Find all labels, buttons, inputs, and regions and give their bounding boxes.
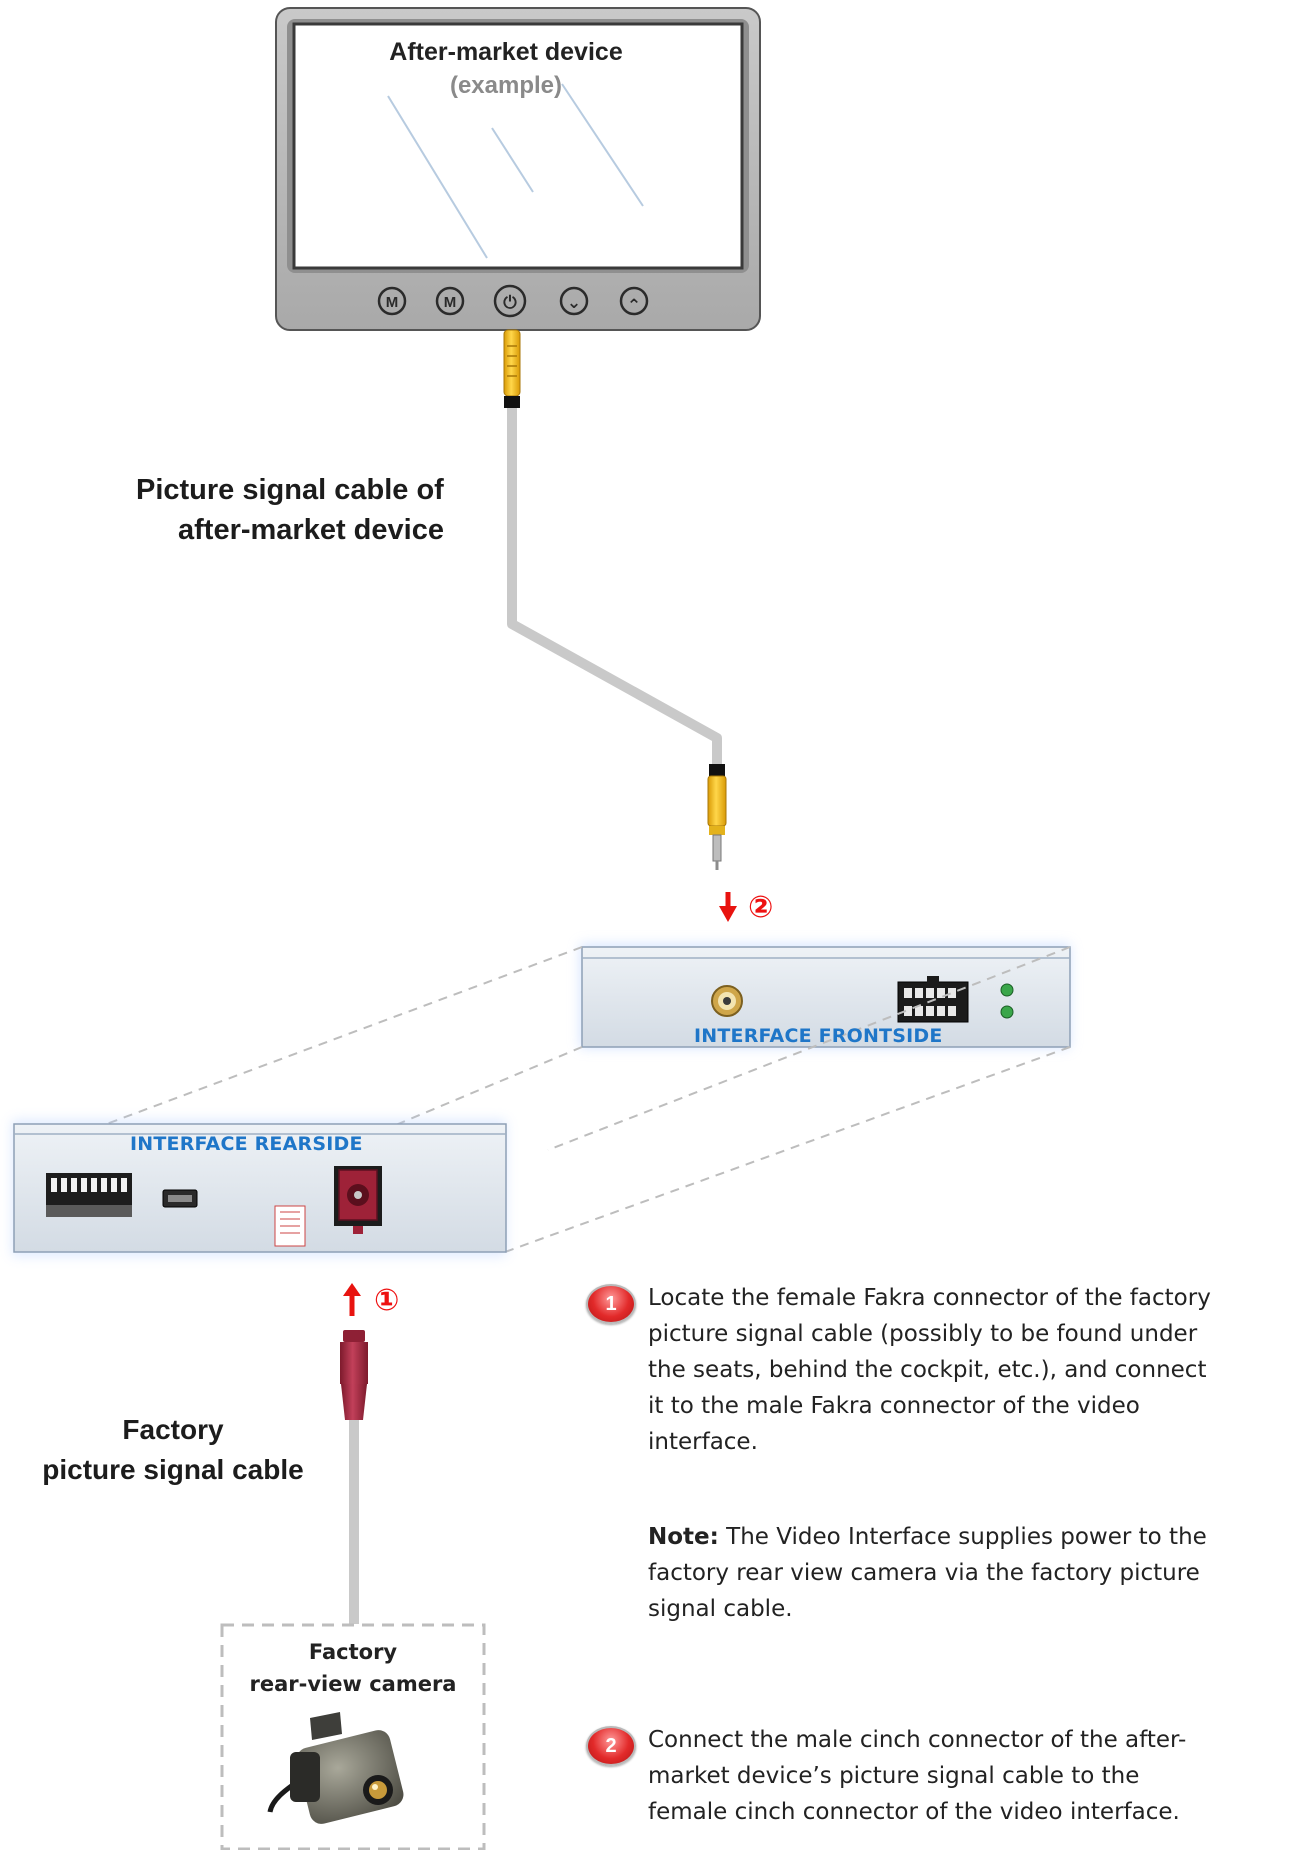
step-2-marker: ② (748, 890, 774, 925)
monitor-button-label-1: M (386, 294, 399, 311)
interface-rearside (12, 1120, 507, 1256)
chevron-up-icon: ⌃ (627, 296, 641, 316)
fakra-connector-male (334, 1166, 382, 1234)
monitor-buttons: M M ⏻ ⌄ ⌃ (377, 284, 649, 318)
monitor-button-menu-1[interactable] (377, 286, 407, 316)
camera-label: Factory rear-view camera (222, 1636, 484, 1700)
step-1-arrow (343, 1283, 361, 1316)
dip-switches (46, 1173, 132, 1217)
note-label: Note: (648, 1524, 719, 1550)
note-line: signal cable. (648, 1596, 793, 1622)
step-2-line: Connect the male cinch connector of the … (648, 1727, 1187, 1753)
monitor-screen (292, 22, 744, 270)
label-sticker (274, 1205, 306, 1247)
monitor-button-label-2: M (444, 294, 457, 311)
note-line: factory rear view camera via the factory… (648, 1560, 1200, 1586)
step-1-line: it to the male Fakra connector of the vi… (648, 1393, 1140, 1419)
factory-cable-label-line-2: picture signal cable (42, 1454, 304, 1485)
interface-frontside (580, 944, 1071, 1048)
aftermarket-cable-label-line-2: after-market device (178, 514, 444, 546)
camera-label-line-1: Factory (308, 1640, 398, 1664)
monitor-subtitle: (example) (449, 72, 563, 99)
step-1-line: Locate the female Fakra connector of the… (648, 1285, 1211, 1311)
step-1-line: the seats, behind the cockpit, etc.), an… (648, 1357, 1207, 1383)
monitor-button-up[interactable] (619, 286, 649, 316)
aftermarket-monitor (275, 7, 761, 331)
chevron-down-icon: ⌄ (567, 293, 581, 313)
aftermarket-cable-label-line-1: Picture signal cable of (136, 474, 444, 506)
factory-cable-label: Factory picture signal cable (8, 1410, 338, 1490)
camera-box (220, 1623, 486, 1850)
monitor-button-menu-2[interactable] (435, 286, 465, 316)
rear-view-camera (267, 1712, 404, 1824)
step-1-badge: 1 (586, 1284, 636, 1324)
aftermarket-picture-signal-cable (503, 329, 727, 870)
led-top (1000, 983, 1014, 997)
step-2-badge: 2 (586, 1726, 636, 1766)
camera-label-line-2: rear-view camera (249, 1672, 457, 1696)
interface-rearside-label: INTERFACE REARSIDE (130, 1133, 363, 1155)
note-block: Note: The Video Interface supplies power… (648, 1519, 1288, 1627)
interface-frontside-label: INTERFACE FRONTSIDE (694, 1025, 943, 1047)
cinch-jack (711, 985, 743, 1017)
note-line: The Video Interface supplies power to th… (718, 1524, 1207, 1550)
step-2-arrow (719, 892, 737, 922)
step-1-marker: ① (374, 1283, 400, 1318)
factory-cable-label-line-1: Factory (122, 1414, 224, 1445)
aftermarket-cable-label: Picture signal cable of after-market dev… (136, 470, 444, 550)
monitor-title: After-market device (389, 38, 623, 66)
monitor-button-down[interactable] (559, 286, 589, 316)
step-1-line: interface. (648, 1429, 758, 1455)
power-icon: ⏻ (503, 293, 517, 313)
step-2-line: female cinch connector of the video inte… (648, 1799, 1180, 1825)
step-1-line: picture signal cable (possibly to be fou… (648, 1321, 1198, 1347)
led-bottom (1000, 1005, 1014, 1019)
step-1-text: Locate the female Fakra connector of the… (588, 1280, 1288, 1460)
projection-lines (41, 946, 1071, 1253)
monitor-button-power[interactable] (493, 284, 527, 318)
power-connector (897, 976, 969, 1023)
step-2-text: Connect the male cinch connector of the … (588, 1722, 1288, 1830)
step-2-line: market device’s picture signal cable to … (648, 1763, 1140, 1789)
factory-picture-signal-cable (340, 1330, 368, 1624)
